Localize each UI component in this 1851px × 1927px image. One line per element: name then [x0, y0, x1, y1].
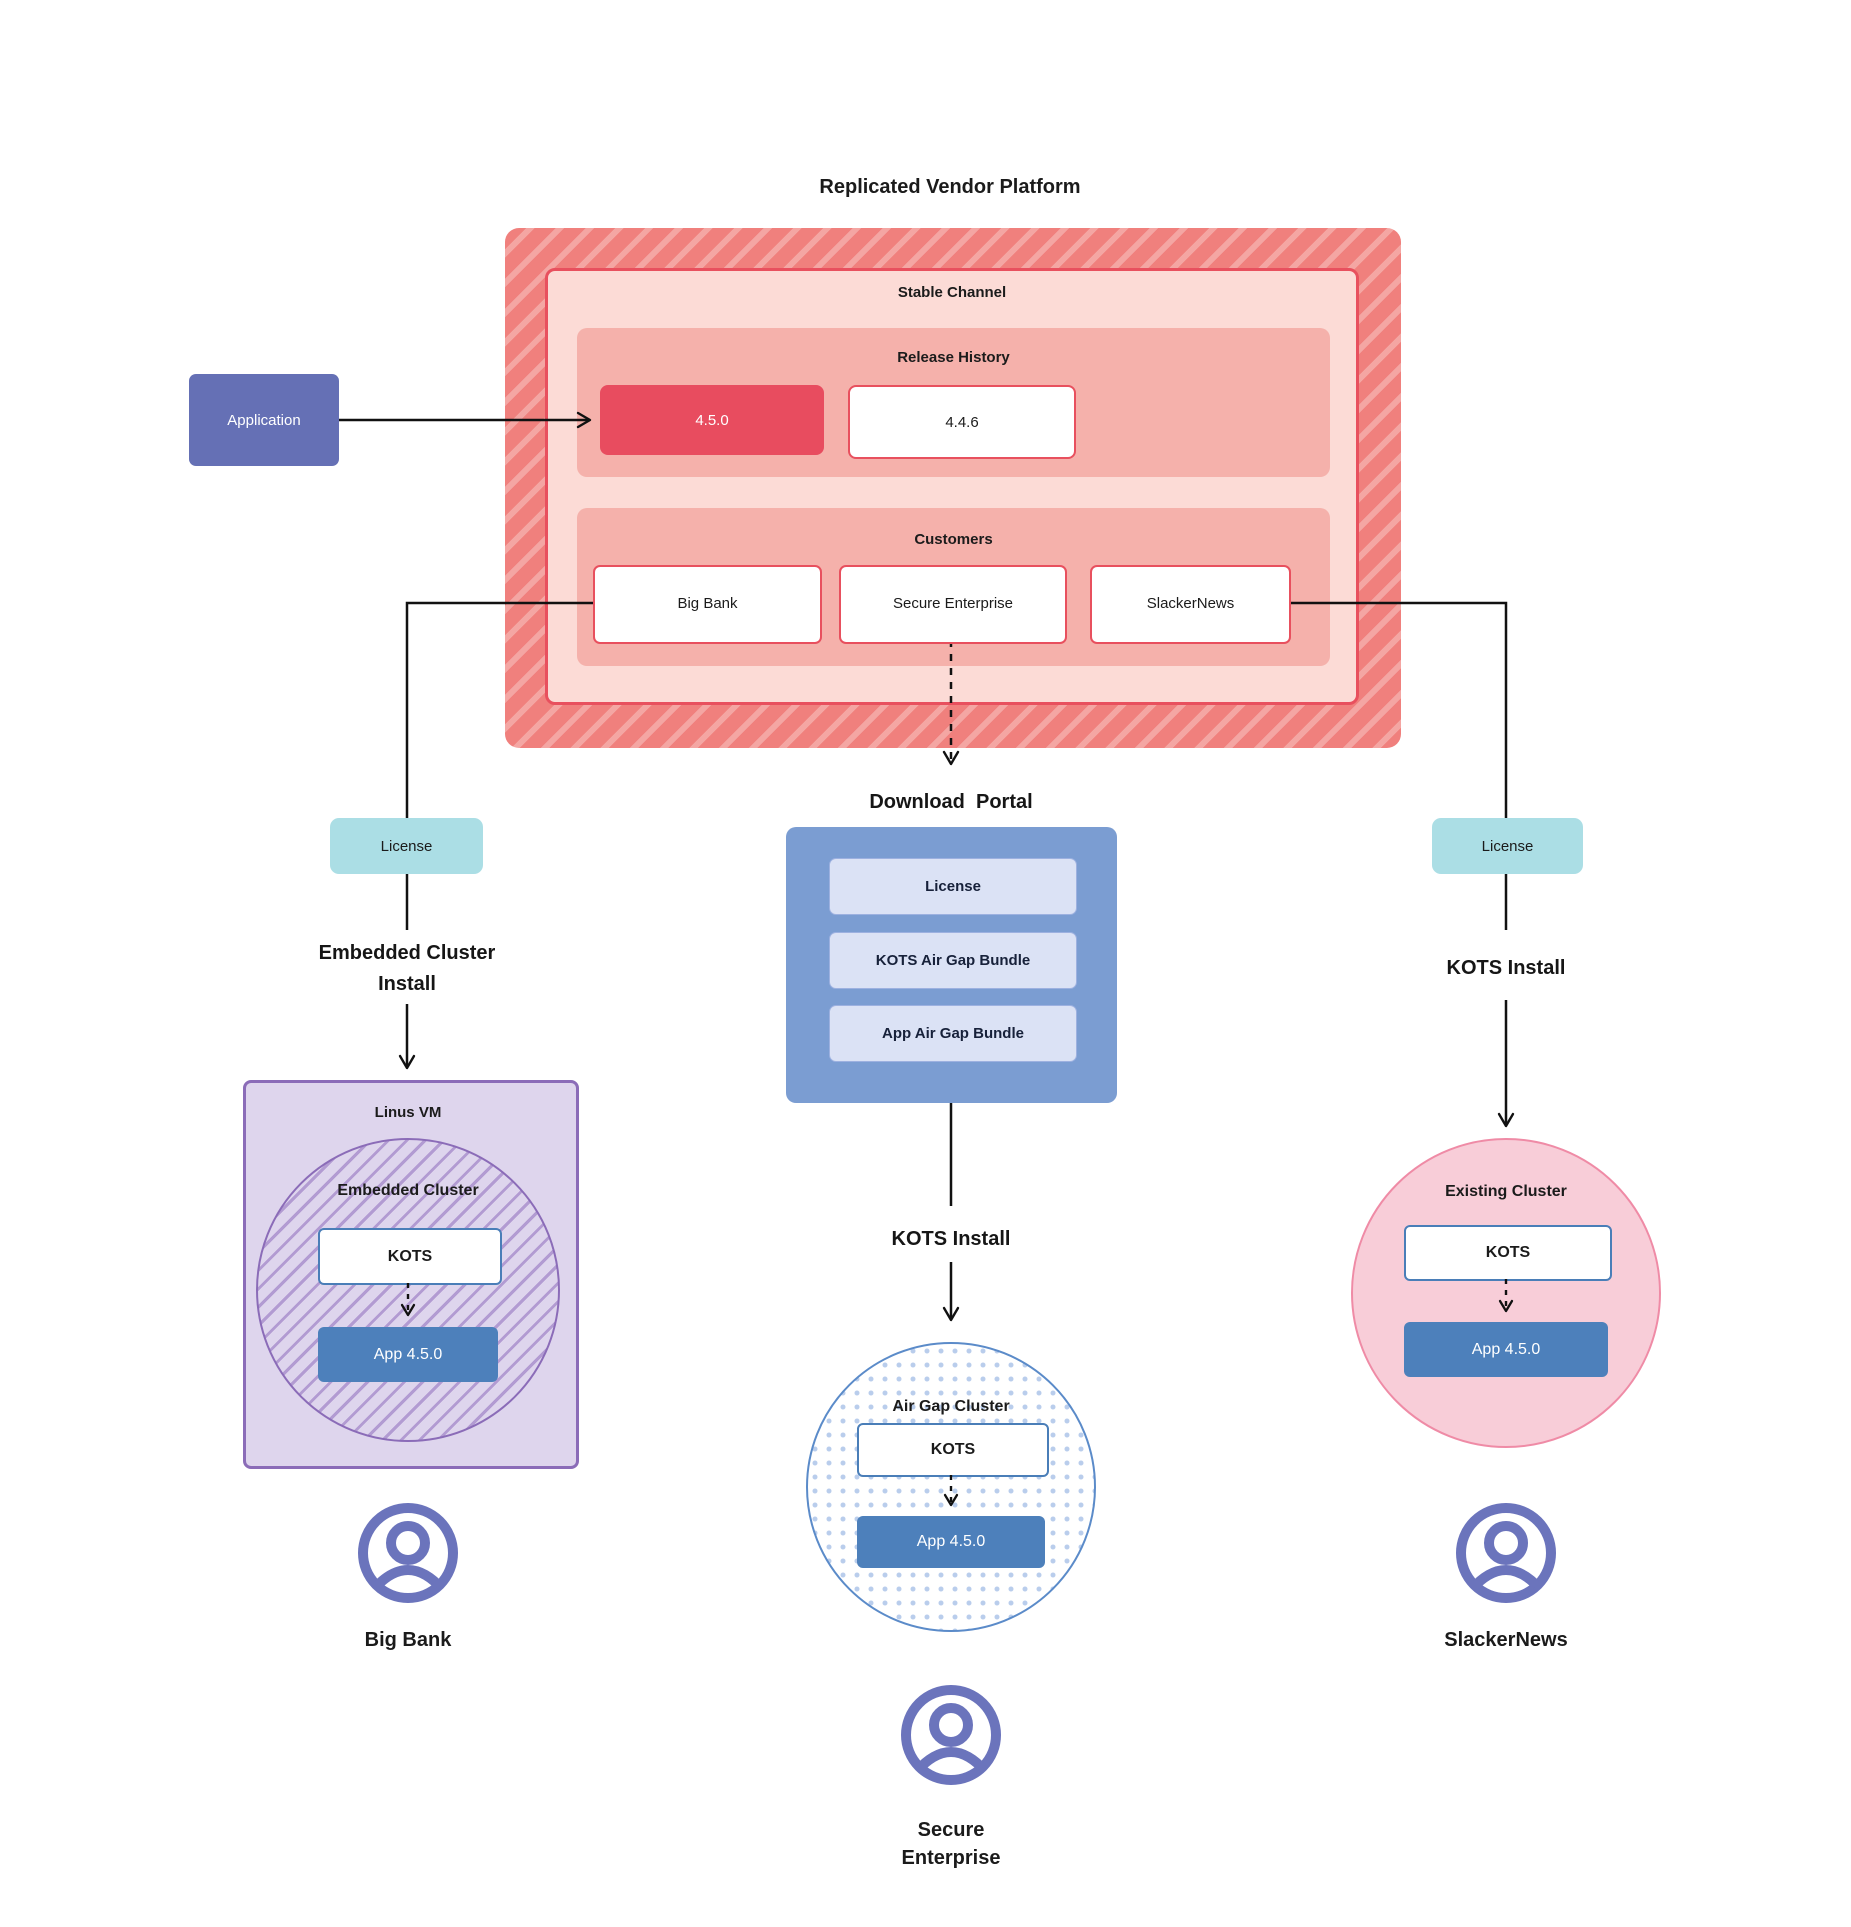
diagram-title: Replicated Vendor Platform: [819, 176, 1081, 198]
app-box-embedded: App 4.5.0: [318, 1327, 498, 1382]
download-portal-title: Download Portal: [869, 791, 1033, 813]
linus-vm-label: Linus VM: [374, 1104, 442, 1121]
app-box-existing: App 4.5.0: [1404, 1322, 1608, 1377]
license-box-right: License: [1432, 818, 1583, 874]
persona-label-slackernews: SlackerNews: [1444, 1629, 1568, 1651]
embedded-cluster-install-label: Embedded Cluster Install: [318, 942, 496, 995]
release-4-5-0: 4.5.0: [600, 385, 824, 455]
kots-box-existing: KOTS: [1404, 1225, 1612, 1281]
customer-slackernews: SlackerNews: [1090, 565, 1291, 644]
kots-install-label-right: KOTS Install: [1446, 957, 1566, 979]
release-4-4-6: 4.4.6: [848, 385, 1076, 459]
stable-channel-label: Stable Channel: [897, 284, 1007, 301]
download-portal-box: License KOTS Air Gap Bundle App Air Gap …: [786, 827, 1117, 1103]
license-box-left: License: [330, 818, 483, 874]
portal-item-app-airgap-bundle: App Air Gap Bundle: [829, 1005, 1077, 1062]
person-icon-big-bank: [358, 1503, 458, 1603]
release-history-label: Release History: [897, 349, 1010, 366]
existing-cluster-label: Existing Cluster: [1445, 1183, 1567, 1200]
persona-label-secure-enterprise: Secure Enterprise: [901, 1819, 1001, 1869]
persona-label-big-bank: Big Bank: [364, 1629, 452, 1651]
customer-secure-enterprise: Secure Enterprise: [839, 565, 1067, 644]
portal-item-license: License: [829, 858, 1077, 915]
customers-label: Customers: [914, 531, 993, 548]
kots-box-embedded: KOTS: [318, 1228, 502, 1285]
customer-big-bank: Big Bank: [593, 565, 822, 644]
portal-item-kots-airgap-bundle: KOTS Air Gap Bundle: [829, 932, 1077, 989]
embedded-cluster-label: Embedded Cluster: [337, 1182, 479, 1199]
air-gap-cluster-label: Air Gap Cluster: [892, 1398, 1010, 1415]
person-icon-slackernews: [1456, 1503, 1556, 1603]
person-icon-secure-enterprise: [901, 1685, 1001, 1785]
kots-install-label-center: KOTS Install: [891, 1228, 1011, 1250]
air-gap-cluster-circle: [806, 1342, 1096, 1632]
application-box: Application: [189, 374, 339, 466]
kots-box-airgap: KOTS: [857, 1423, 1049, 1477]
app-box-airgap: App 4.5.0: [857, 1516, 1045, 1568]
